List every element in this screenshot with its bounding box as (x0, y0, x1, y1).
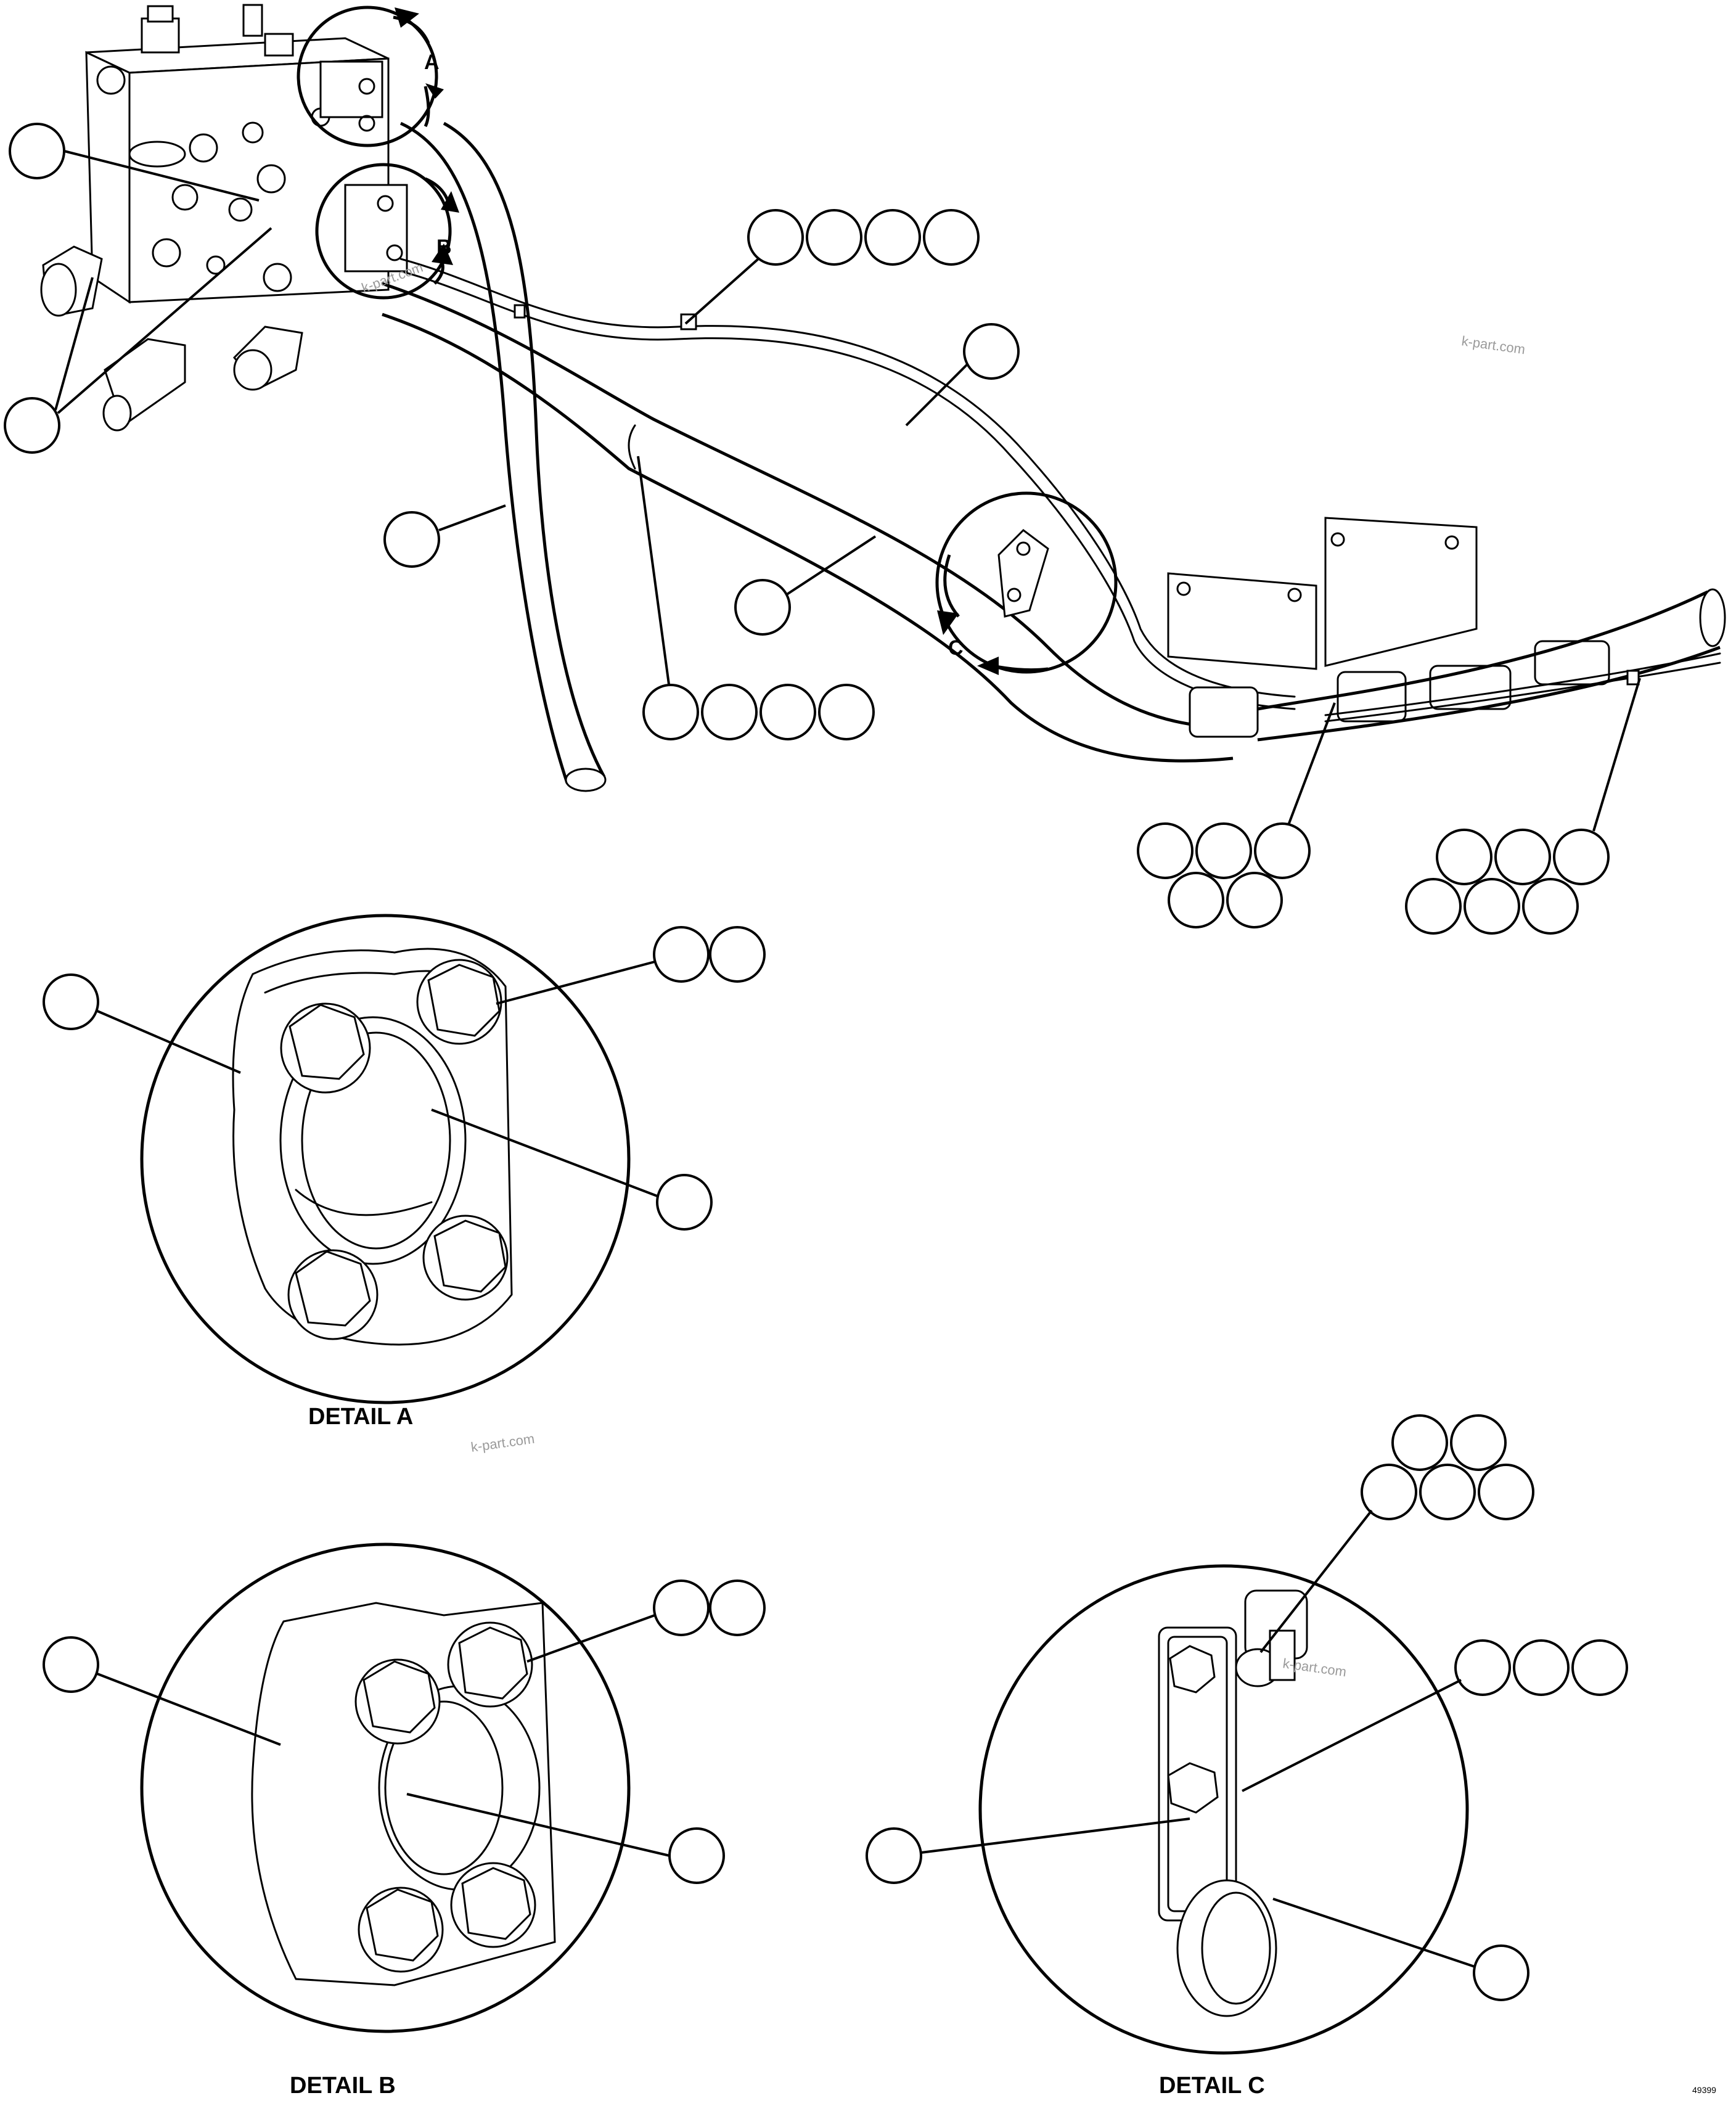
valve-block (40, 4, 390, 432)
detail-c-letter: C (948, 636, 964, 660)
callout-1 (9, 123, 65, 179)
bolt-b-top-right (447, 1621, 533, 1708)
callout-2 (4, 397, 60, 454)
callout-group-9 (1405, 829, 1610, 935)
bolt-b-bottom-left (358, 1887, 444, 1973)
detail-c-callout-group-mid (1454, 1639, 1628, 1696)
detail-b-callout-seal (668, 1827, 725, 1884)
vertical-hose (399, 121, 607, 792)
callout-5 (963, 323, 1020, 380)
detail-c: DETAIL C (866, 1414, 1628, 2099)
bolt-b-bottom-right (450, 1862, 536, 1948)
c-top-bolt (1169, 1589, 1308, 1694)
detail-b-label: DETAIL B (290, 2073, 396, 2099)
watermark-3: k-part.com (470, 1431, 535, 1455)
callouts-main (4, 123, 1641, 935)
bolt-bottom-right (422, 1215, 509, 1301)
c-clamp (1176, 1879, 1277, 2017)
detail-c-marker: C (935, 491, 1118, 675)
callout-group-8 (1137, 822, 1311, 928)
detail-b-letter: B (436, 236, 452, 259)
main-hose (382, 282, 1234, 763)
c-bottom-nut (1167, 1762, 1219, 1814)
callout-group-7 (642, 684, 875, 740)
detail-c-label: DETAIL C (1159, 2073, 1265, 2099)
detail-a-marker: A (297, 6, 444, 147)
bolt-b-top-left (354, 1658, 441, 1745)
detail-c-callout-bracket (866, 1827, 922, 1884)
detail-b-callout-flange (43, 1636, 99, 1693)
watermark-1: k-part.com (1460, 333, 1526, 357)
hose-sleeves (1189, 588, 1726, 742)
detail-b: DETAIL B (43, 1543, 766, 2099)
detail-a-callout-seal (656, 1174, 713, 1231)
mounting-bracket (1167, 517, 1478, 670)
detail-b-callout-bolts (653, 1580, 766, 1636)
detail-a-letter: A (424, 51, 440, 74)
drawing-code: 49399 (1692, 2085, 1716, 2095)
callout-group-4 (747, 209, 980, 266)
detail-a: DETAIL A (43, 914, 766, 1430)
callout-6 (734, 579, 791, 636)
bottom-fitting (232, 326, 303, 391)
bolt-top-left (280, 1002, 371, 1094)
bottom-connector (102, 338, 186, 432)
detail-a-callout-flange (43, 973, 99, 1030)
detail-c-callout-clamp (1473, 1944, 1529, 2001)
bolt-bottom-left (287, 1249, 379, 1340)
thin-tube (399, 258, 1296, 710)
bolt-top-right (416, 959, 502, 1045)
callout-3 (383, 511, 440, 568)
detail-a-callout-bolts (653, 926, 766, 983)
detail-a-label: DETAIL A (308, 1404, 413, 1430)
detail-c-callout-group-top (1361, 1414, 1534, 1520)
